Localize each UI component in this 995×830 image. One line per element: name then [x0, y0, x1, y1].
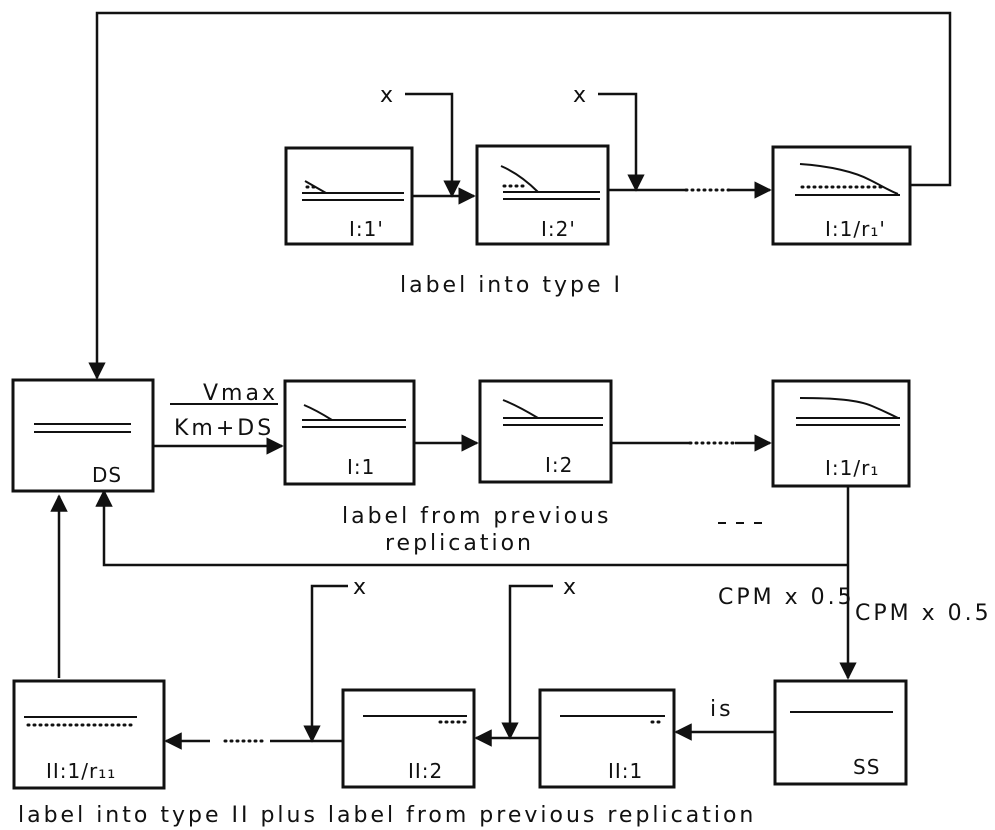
box-prev-2: I:2 [480, 381, 611, 482]
rate-denominator: Km+DS [174, 416, 274, 441]
box-type2-2: II:2 [343, 690, 474, 787]
box-label-type1-n: I:1/r₁' [825, 217, 886, 241]
box-label-prev-n: I:1/r₁ [825, 456, 879, 480]
box-label-ss: SS [853, 755, 880, 779]
x-input-label-4: x [563, 575, 579, 600]
box-ss: SS [775, 681, 906, 784]
caption-prev-line2: replication [385, 531, 534, 556]
box-label-ds: DS [92, 463, 122, 487]
caption-prev-line1: label from previous [342, 504, 611, 529]
rate-numerator: Vmax [203, 381, 278, 406]
box-type1-n: I:1/r₁' [773, 147, 910, 244]
x-input-label-3: x [353, 575, 369, 600]
box-ds: DS [13, 380, 153, 491]
cpm-label-right: CPM x 0.5 [855, 601, 992, 626]
box-type1-2: I:2' [477, 146, 608, 244]
box-label-prev-2: I:2 [545, 453, 573, 477]
is-label: is [710, 697, 734, 722]
box-prev-1: I:1 [285, 381, 414, 484]
box-label-type2-n: II:1/r₁₁ [46, 759, 116, 783]
box-type2-1: II:1 [540, 690, 674, 787]
box-type1-1: I:1' [286, 148, 412, 244]
x-input-label-2: x [573, 83, 589, 108]
box-label-prev-1: I:1 [347, 455, 375, 479]
cpm-label-left: CPM x 0.5 [718, 585, 855, 610]
x-input-label-1: x [380, 83, 396, 108]
box-label-type2-1: II:1 [608, 759, 643, 783]
caption-bottom: label into type II plus label from previ… [18, 803, 756, 828]
box-label-type1-1: I:1' [349, 217, 384, 241]
box-prev-n: I:1/r₁ [773, 381, 909, 486]
caption-type1: label into type I [400, 273, 623, 298]
box-label-type1-2: I:2' [541, 217, 576, 241]
connectors [59, 13, 950, 741]
box-label-type2-2: II:2 [408, 759, 443, 783]
box-type2-n: II:1/r₁₁ [14, 681, 164, 788]
